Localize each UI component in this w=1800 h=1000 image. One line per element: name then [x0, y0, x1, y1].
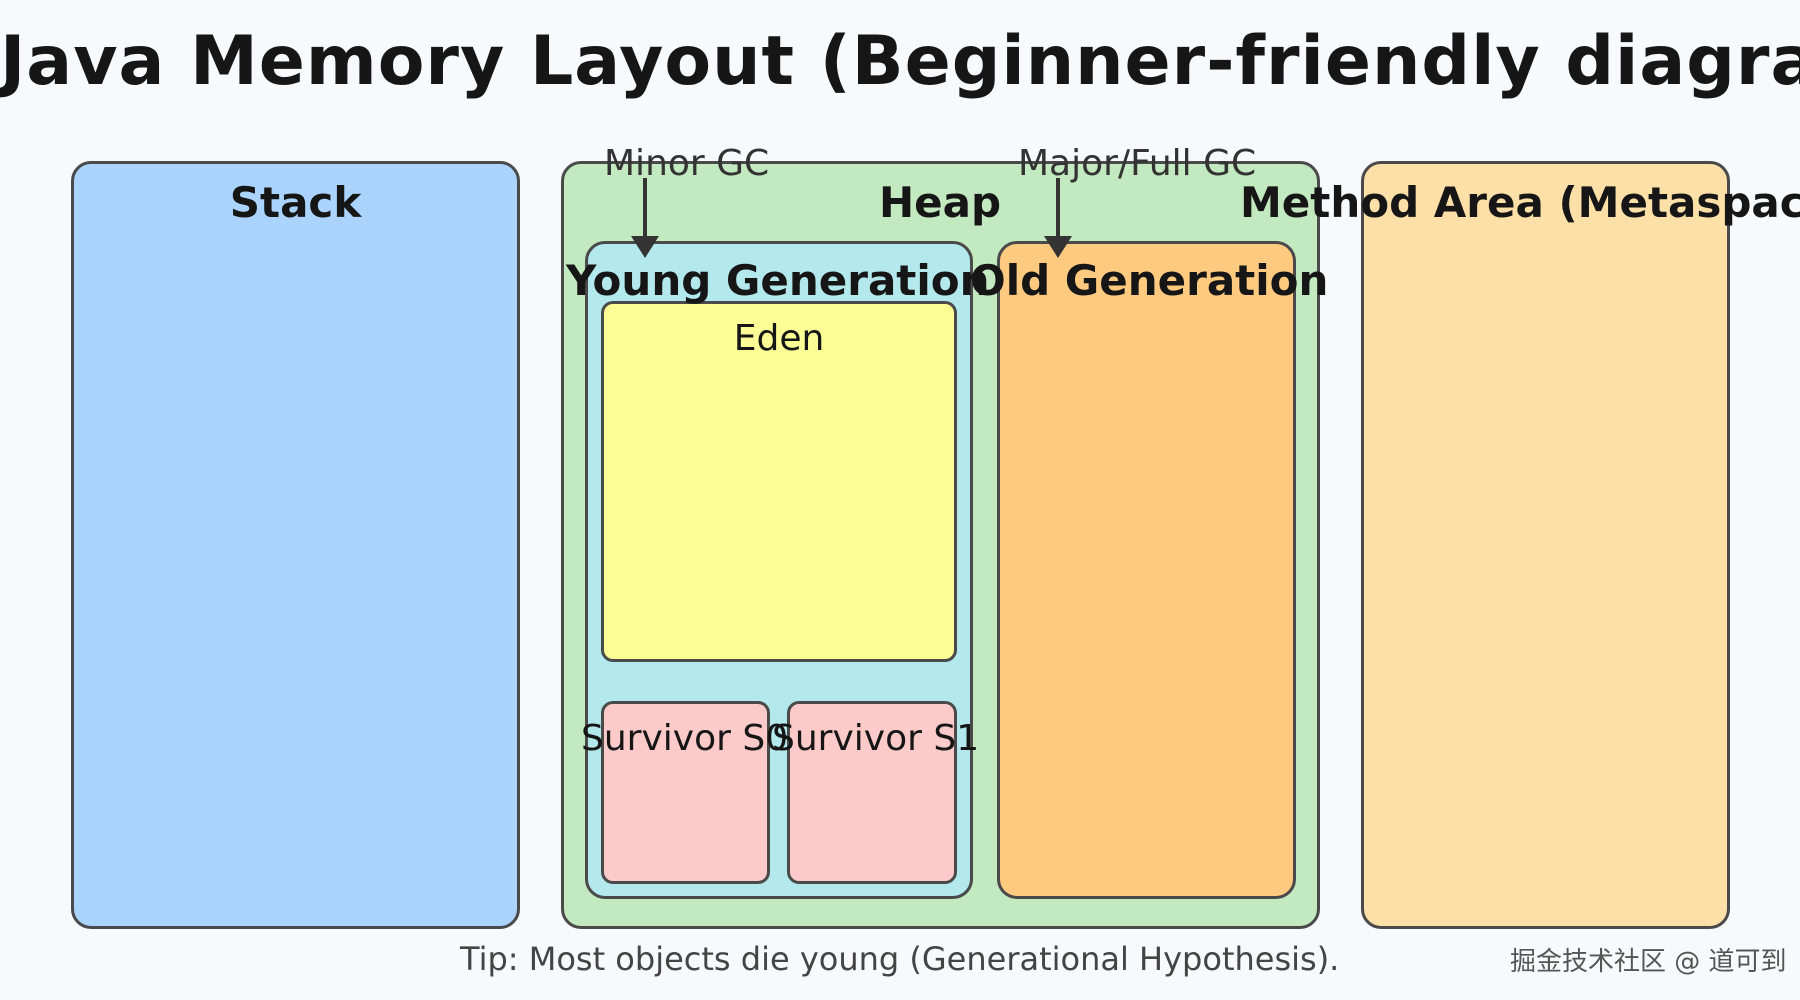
survivor-s0-label: Survivor S0	[581, 718, 789, 759]
survivor-s0-region	[601, 701, 770, 884]
watermark: 掘金技术社区 @ 道可到	[1510, 947, 1787, 977]
eden-region	[601, 301, 957, 662]
young-generation-label: Young Generation	[566, 256, 990, 305]
method-area-label: Method Area (Metaspace)	[1240, 178, 1800, 227]
major-gc-label: Major/Full GC	[1018, 143, 1257, 184]
survivor-s1-region	[787, 701, 957, 884]
old-generation-label: Old Generation	[970, 256, 1329, 305]
eden-label: Eden	[733, 318, 825, 359]
survivor-s1-label: Survivor S1	[772, 718, 980, 759]
tip-text: Tip: Most objects die young (Generationa…	[460, 940, 1340, 978]
minor-gc-arrow	[631, 178, 659, 258]
stack-label: Stack	[229, 178, 362, 227]
old-generation-region	[997, 241, 1296, 899]
diagram-title: Java Memory Layout (Beginner-friendly di…	[0, 22, 1800, 101]
heap-label: Heap	[879, 178, 1002, 227]
minor-gc-label: Minor GC	[604, 143, 770, 184]
stack-region	[71, 161, 520, 929]
major-gc-arrow	[1044, 178, 1072, 258]
method-area-region	[1361, 161, 1730, 929]
